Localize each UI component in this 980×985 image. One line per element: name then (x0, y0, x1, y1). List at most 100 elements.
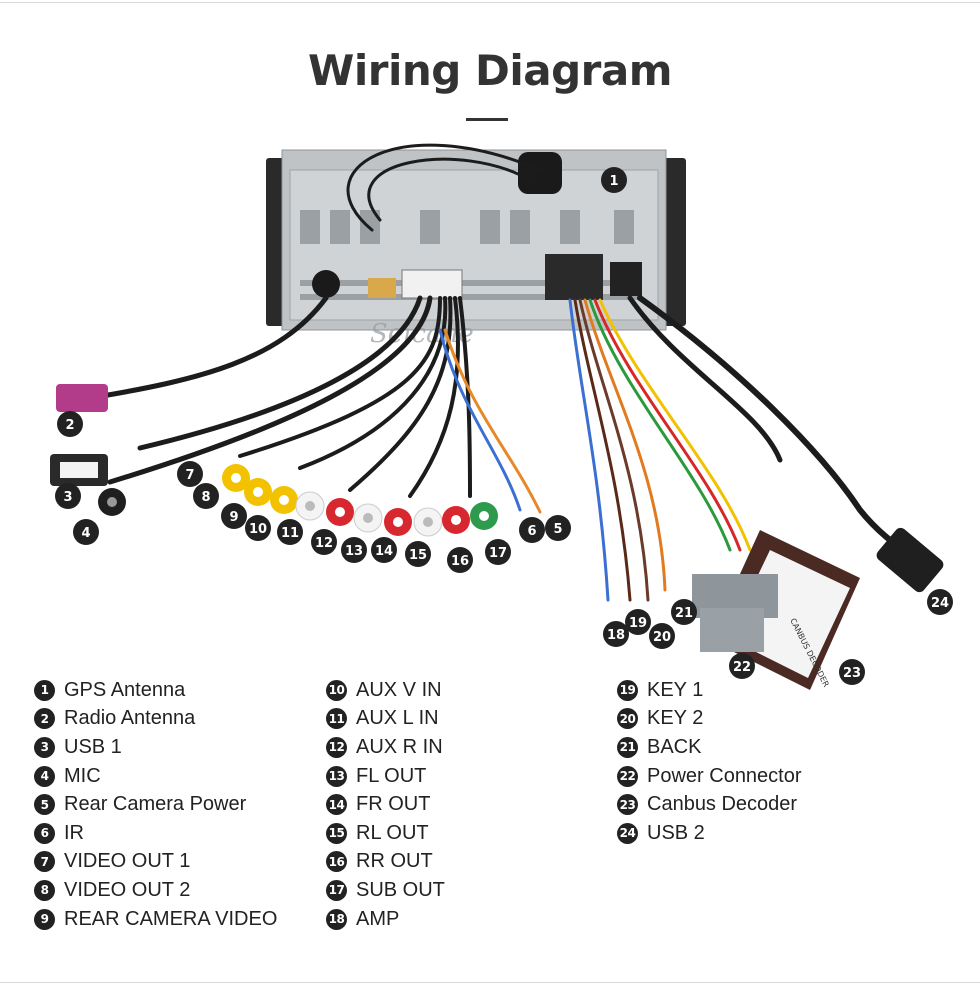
legend-label: FL OUT (356, 764, 427, 787)
legend-label: AUX R IN (356, 735, 443, 758)
head-unit-chassis (266, 149, 686, 331)
callout-16: 16 (447, 547, 473, 573)
callout-8: 8 (193, 483, 219, 509)
legend-label: Rear Camera Power (64, 793, 247, 816)
svg-text:7: 7 (185, 468, 194, 483)
callout-19: 19 (625, 609, 651, 635)
callout-18: 18 (603, 621, 629, 647)
number-badge: 15 (326, 822, 347, 844)
svg-text:20: 20 (653, 630, 671, 645)
callout-22: 22 (729, 653, 755, 679)
callout-1: 1 (601, 167, 627, 193)
legend-item-8: 8 VIDEO OUT 2 (34, 876, 277, 905)
callout-7: 7 (177, 461, 203, 487)
number-badge: 20 (617, 708, 638, 730)
number-badge: 24 (617, 822, 638, 844)
svg-text:4: 4 (81, 526, 90, 541)
radio-antenna-connector (56, 384, 108, 412)
svg-text:17: 17 (489, 546, 507, 561)
callout-14: 14 (371, 537, 397, 563)
callout-13: 13 (341, 537, 367, 563)
svg-text:6: 6 (527, 524, 536, 539)
legend-label: RR OUT (356, 850, 433, 873)
top-divider (0, 2, 980, 3)
callout-23: 23 (839, 659, 865, 685)
page-title: Wiring Diagram (308, 46, 672, 95)
legend-label: KEY 1 (647, 678, 704, 701)
number-badge: 16 (326, 851, 347, 873)
svg-text:22: 22 (733, 660, 751, 675)
callout-10: 10 (245, 515, 271, 541)
legend-label: MIC (64, 764, 101, 787)
legend-label: SUB OUT (356, 878, 445, 901)
legend-label: RL OUT (356, 821, 429, 844)
callout-4: 4 (73, 519, 99, 545)
number-badge: 17 (326, 879, 347, 901)
svg-text:12: 12 (315, 536, 333, 551)
callout-11: 11 (277, 519, 303, 545)
number-badge: 14 (326, 794, 347, 816)
bottom-divider (0, 982, 980, 983)
svg-text:13: 13 (345, 544, 363, 559)
callout-2: 2 (57, 411, 83, 437)
legend-item-2: 2 Radio Antenna (34, 705, 277, 734)
svg-text:18: 18 (607, 628, 625, 643)
number-badge: 8 (34, 879, 55, 901)
legend-item-16: 16 RR OUT (326, 848, 445, 877)
callout-20: 20 (649, 623, 675, 649)
number-badge: 6 (34, 822, 55, 844)
rca-connectors (222, 464, 498, 537)
legend-item-6: 6 IR (34, 819, 277, 848)
svg-text:23: 23 (843, 666, 861, 681)
legend-label: REAR CAMERA VIDEO (64, 907, 278, 930)
legend-item-15: 15 RL OUT (326, 819, 445, 848)
legend-label: FR OUT (356, 793, 431, 816)
legend-item-14: 14 FR OUT (326, 790, 445, 819)
number-badge: 21 (617, 736, 638, 758)
legend-label: AUX L IN (356, 707, 439, 730)
number-badge: 22 (617, 765, 638, 787)
legend-item-24: 24 USB 2 (617, 819, 802, 848)
callout-24: 24 (927, 589, 953, 615)
number-badge: 2 (34, 708, 55, 730)
legend-label: Canbus Decoder (647, 793, 798, 816)
callout-9: 9 (221, 503, 247, 529)
callout-21: 21 (671, 599, 697, 625)
svg-text:21: 21 (675, 606, 693, 621)
svg-text:10: 10 (249, 522, 267, 537)
callout-6: 6 (519, 517, 545, 543)
number-badge: 18 (326, 908, 347, 930)
svg-text:9: 9 (229, 510, 238, 525)
callout-12: 12 (311, 529, 337, 555)
legend-label: VIDEO OUT 2 (64, 878, 191, 901)
svg-text:16: 16 (451, 554, 469, 569)
svg-text:1: 1 (609, 174, 618, 189)
legend-label: USB 2 (647, 821, 705, 844)
svg-text:8: 8 (201, 490, 210, 505)
number-badge: 11 (326, 708, 347, 730)
callout-15: 15 (405, 541, 431, 567)
legend-label: Radio Antenna (64, 707, 196, 730)
wiring-diagram-illustration: Seicane (50, 143, 953, 690)
legend-item-23: 23 Canbus Decoder (617, 790, 802, 819)
legend-label: KEY 2 (647, 707, 704, 730)
legend-label: VIDEO OUT 1 (64, 850, 191, 873)
svg-text:5: 5 (553, 522, 562, 537)
legend-label: AMP (356, 907, 400, 930)
number-badge: 23 (617, 794, 638, 816)
legend-label: IR (64, 821, 84, 844)
